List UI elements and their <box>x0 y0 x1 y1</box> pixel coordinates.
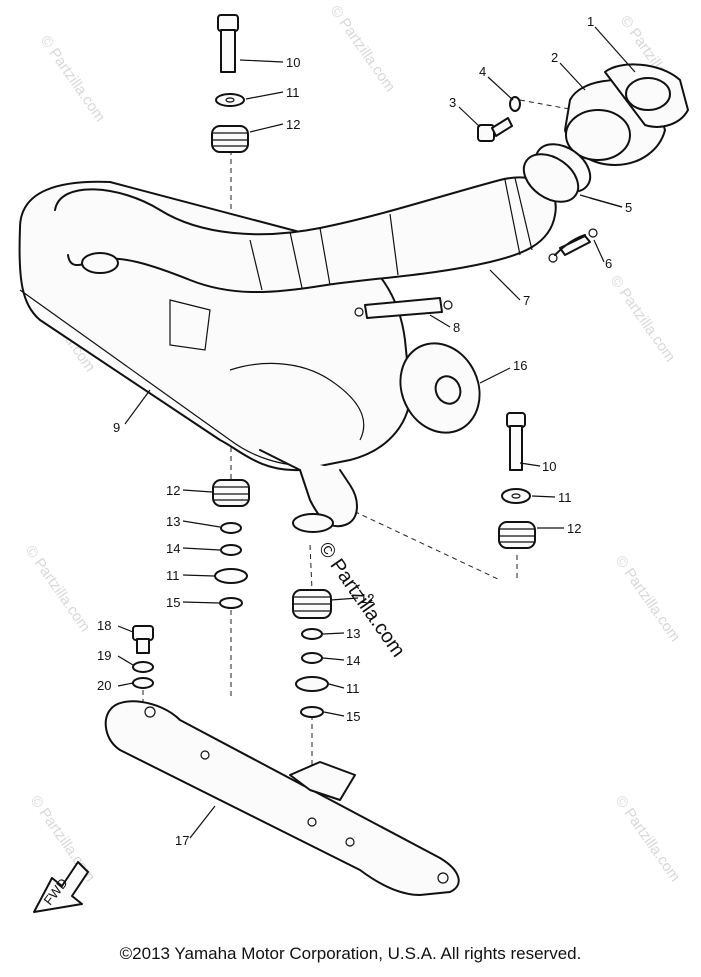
o-rings <box>522 143 592 203</box>
callout-label: 1 <box>587 14 594 29</box>
callout-label: 17 <box>175 833 189 848</box>
exhaust-gasket <box>604 63 689 128</box>
muffler-bracket <box>104 700 460 896</box>
callout-label: 12 <box>567 521 581 536</box>
watermark-text: © Partzilla.com <box>327 3 399 96</box>
exhaust-pipe <box>54 176 557 294</box>
callout-label: 14 <box>166 541 180 556</box>
callout-label: 11 <box>346 681 360 696</box>
spring-8 <box>354 297 453 319</box>
watermark-text: © Partzilla.com <box>37 33 109 126</box>
callout-label: 11 <box>166 568 180 583</box>
callout-label: 12 <box>360 591 374 606</box>
flange-bolt <box>477 96 521 142</box>
callout-label: 13 <box>346 626 360 641</box>
callout-label: 2 <box>551 50 558 65</box>
callout-label: 18 <box>97 618 111 633</box>
callout-label: 20 <box>97 678 111 693</box>
mount-stack-lower-left <box>212 479 250 609</box>
callout-label: 16 <box>513 358 527 373</box>
callout-label: 10 <box>286 55 300 70</box>
callout-label: 12 <box>166 483 180 498</box>
callout-label: 4 <box>479 64 486 79</box>
callout-label: 15 <box>166 595 180 610</box>
grommet <box>399 342 481 434</box>
spring-6 <box>548 228 598 263</box>
callout-label: 14 <box>346 653 360 668</box>
forward-direction-marker: FWD <box>33 861 89 913</box>
callout-label: 19 <box>97 648 111 663</box>
mount-stack-lower-center <box>292 589 332 718</box>
callout-label: 15 <box>346 709 360 724</box>
callout-label: 10 <box>542 459 556 474</box>
watermark-text: © Partzilla.com <box>612 553 684 646</box>
callout-leader-lines <box>117 26 636 839</box>
callout-label: 11 <box>558 490 572 505</box>
watermark-text: © Partzilla.com <box>22 543 94 636</box>
callout-label: 7 <box>523 293 530 308</box>
callout-label: 13 <box>166 514 180 529</box>
callout-label: 6 <box>605 256 612 271</box>
watermark-text: © Partzilla.com <box>607 273 679 366</box>
callout-label: 11 <box>286 85 300 100</box>
callout-label: 9 <box>113 420 120 435</box>
callout-label: 5 <box>625 200 632 215</box>
callout-label: 12 <box>286 117 300 132</box>
copyright-notice: ©2013 Yamaha Motor Corporation, U.S.A. A… <box>119 944 582 963</box>
bracket-bolt-stack <box>132 625 154 689</box>
callout-label: 8 <box>453 320 460 335</box>
mount-stack-right <box>498 412 536 549</box>
watermark-text: © Partzilla.com <box>612 793 684 886</box>
callout-label: 3 <box>449 95 456 110</box>
callout-numbers: 10 11 12 1 2 4 3 5 6 7 8 9 16 10 11 12 1… <box>97 14 632 848</box>
exhaust-parts-diagram: © Partzilla.com © Partzilla.com © Partzi… <box>18 3 689 913</box>
mount-stack-upper-left <box>211 14 249 153</box>
